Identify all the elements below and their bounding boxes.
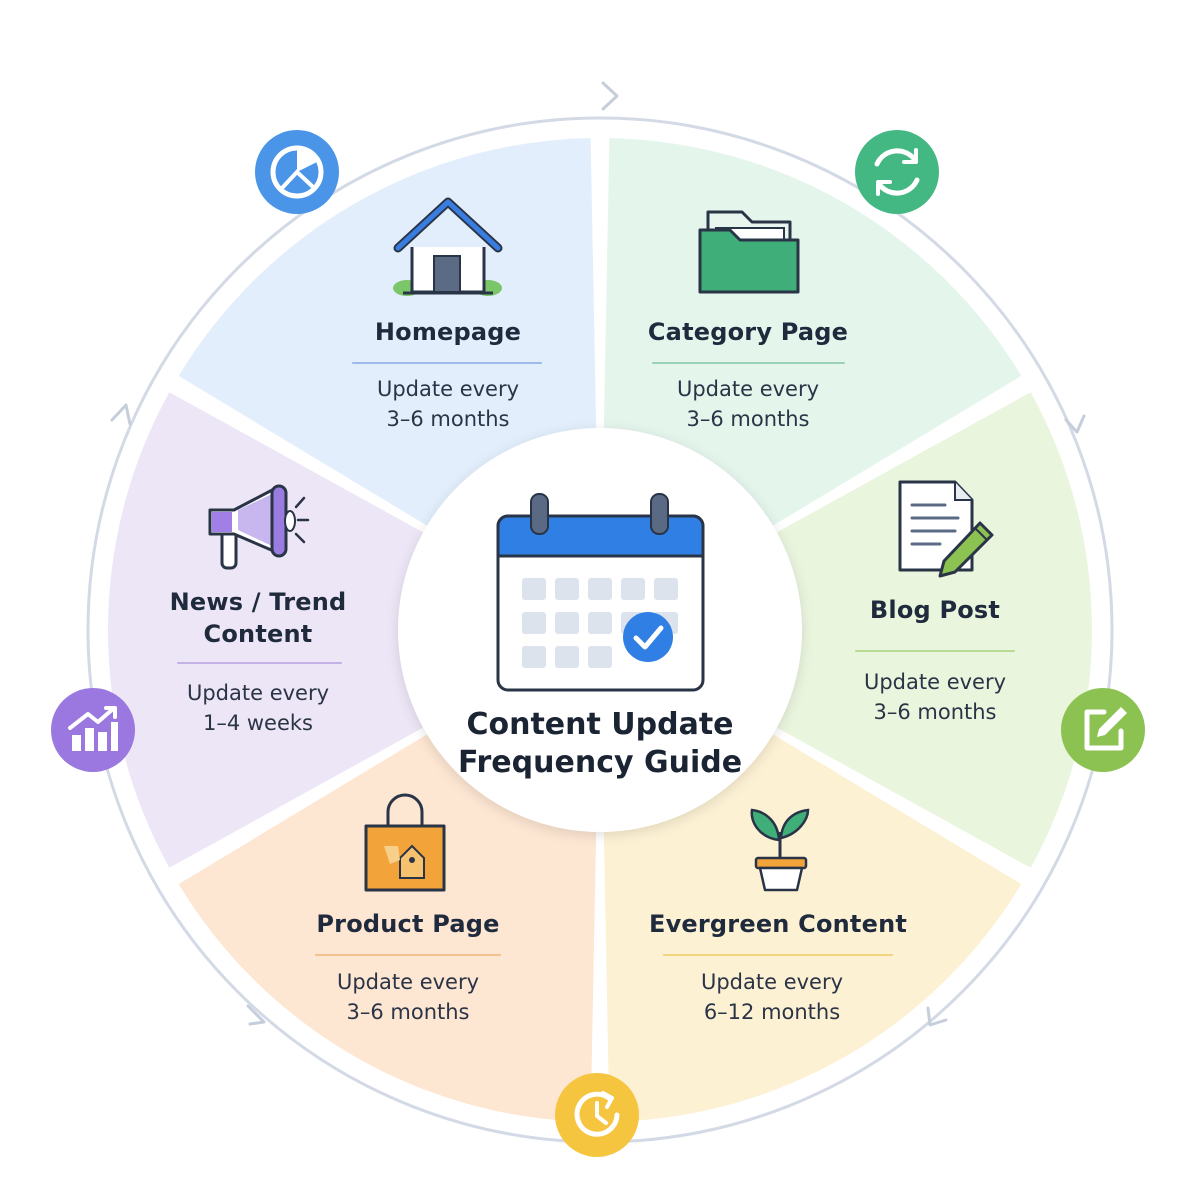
segment-divider: [352, 362, 542, 364]
document-pencil-icon: [898, 480, 994, 578]
segment-category-desc: Update every 3–6 months: [618, 374, 878, 434]
arrow-head-top: [601, 81, 619, 111]
arrow-head-left: [110, 403, 132, 426]
segment-title: Blog Post: [869, 596, 1001, 624]
segment-category: Category Page: [618, 316, 878, 348]
segment-desc-line1: Update every: [336, 970, 480, 994]
segment-desc-line1: Update every: [676, 377, 820, 401]
arrow-head-right: [1064, 414, 1086, 434]
segment-desc-line1: Update every: [700, 970, 844, 994]
calendar-check-icon: [496, 493, 705, 692]
arrow-head-bottom-left: [246, 1004, 266, 1026]
segment-title: Evergreen Content: [648, 910, 908, 938]
segment-divider: [315, 954, 501, 956]
clock-refresh-icon: [555, 1073, 639, 1157]
cycle-arrows: [110, 81, 1086, 1027]
segment-evergreen: Evergreen Content: [628, 908, 928, 940]
potted-plant-icon: [750, 808, 810, 892]
segment-divider: [855, 650, 1015, 652]
segment-title: Product Page: [316, 910, 500, 938]
segment-desc-line2: 1–4 weeks: [202, 711, 313, 735]
house-icon: [393, 197, 503, 296]
segment-divider: [177, 662, 342, 664]
segment-product-desc: Update every 3–6 months: [278, 967, 538, 1027]
pie-chart-icon: [255, 130, 339, 214]
segment-divider: [652, 362, 845, 364]
center-title: Content Update Frequency Guide: [440, 706, 760, 782]
segment-divider: [663, 954, 893, 956]
growth-chart-icon: [51, 688, 135, 772]
segment-title: Category Page: [647, 318, 849, 346]
segment-news-desc: Update every 1–4 weeks: [128, 678, 388, 738]
edit-icon: [1061, 688, 1145, 772]
segment-news: News / Trend Content: [128, 586, 388, 650]
center-title-line1: Content Update: [466, 707, 734, 742]
segment-title-line2: Content: [203, 620, 313, 648]
segment-desc-line1: Update every: [376, 377, 520, 401]
segment-homepage: Homepage: [318, 316, 578, 348]
shopping-bag-icon: [364, 793, 446, 892]
folder-icon: [698, 210, 800, 294]
segment-desc-line1: Update every: [186, 681, 330, 705]
segment-product: Product Page: [278, 908, 538, 940]
segment-title: Homepage: [374, 318, 522, 346]
megaphone-icon: [208, 484, 310, 570]
segment-homepage-desc: Update every 3–6 months: [318, 374, 578, 434]
segment-desc-line2: 6–12 months: [703, 1000, 841, 1024]
segment-title: News / Trend: [169, 588, 347, 616]
segment-desc-line2: 3–6 months: [386, 407, 510, 431]
segment-desc-line2: 3–6 months: [346, 1000, 470, 1024]
segment-blog: Blog Post: [805, 594, 1065, 626]
segment-blog-desc: Update every 3–6 months: [805, 667, 1065, 727]
segment-desc-line2: 3–6 months: [873, 700, 997, 724]
center-title-line2: Frequency Guide: [457, 745, 743, 780]
arrow-head-bottom-right: [926, 1006, 948, 1027]
segment-desc-line1: Update every: [863, 670, 1007, 694]
refresh-icon: [855, 130, 939, 214]
segment-desc-line2: 3–6 months: [686, 407, 810, 431]
segment-evergreen-desc: Update every 6–12 months: [642, 967, 902, 1027]
